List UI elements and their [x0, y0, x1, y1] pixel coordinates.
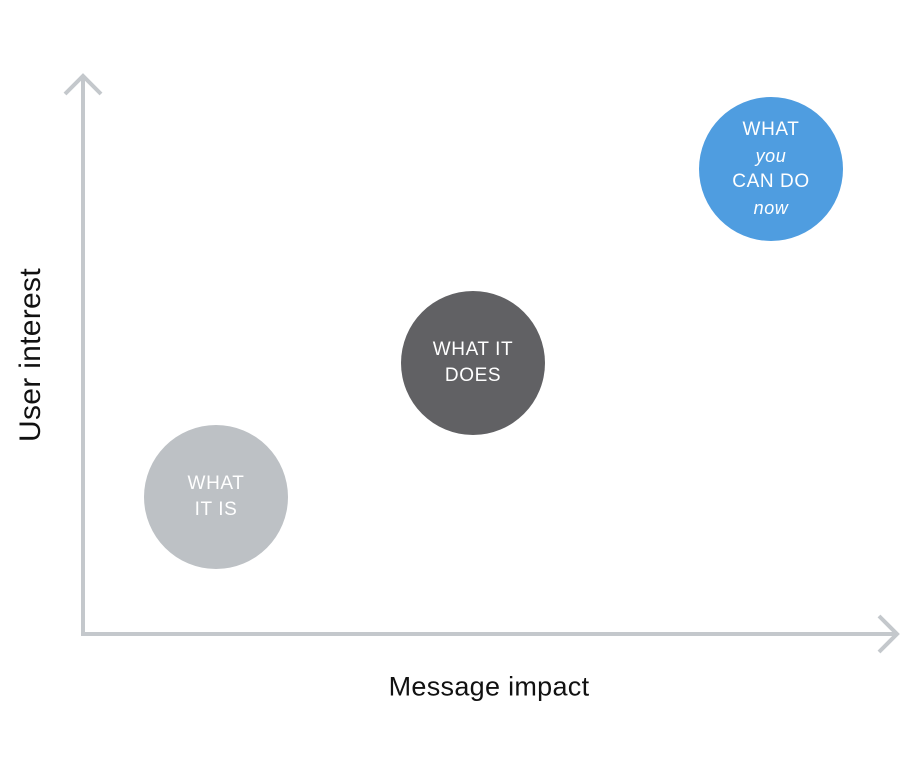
bubble-what-it-is-line-1: WHAT	[187, 473, 245, 494]
y-axis-arrowhead	[63, 73, 103, 96]
bubble-what-it-does-line-2: DOES	[444, 365, 502, 386]
y-axis-label: User interest	[14, 268, 47, 442]
x-axis-label: Message impact	[388, 671, 590, 702]
x-axis-arrowhead	[877, 614, 900, 654]
bubble-what-you-can-do-now-line-1: WHAT	[742, 119, 800, 140]
bubble-what-it-does: WHAT IT DOES	[401, 291, 545, 435]
bubble-what-it-is: WHAT IT IS	[144, 425, 288, 569]
bubble-what-you-can-do-now-line-2: you	[755, 146, 787, 166]
bubble-what-you-can-do-now: WHAT you CAN DO now	[699, 97, 843, 241]
bubble-what-you-can-do-now-line-4: now	[753, 198, 789, 218]
bubble-what-it-does-line-1: WHAT IT	[432, 339, 514, 360]
bubble-what-you-can-do-now-line-3: CAN DO	[732, 171, 810, 192]
bubble-what-it-is-line-2: IT IS	[194, 499, 238, 520]
